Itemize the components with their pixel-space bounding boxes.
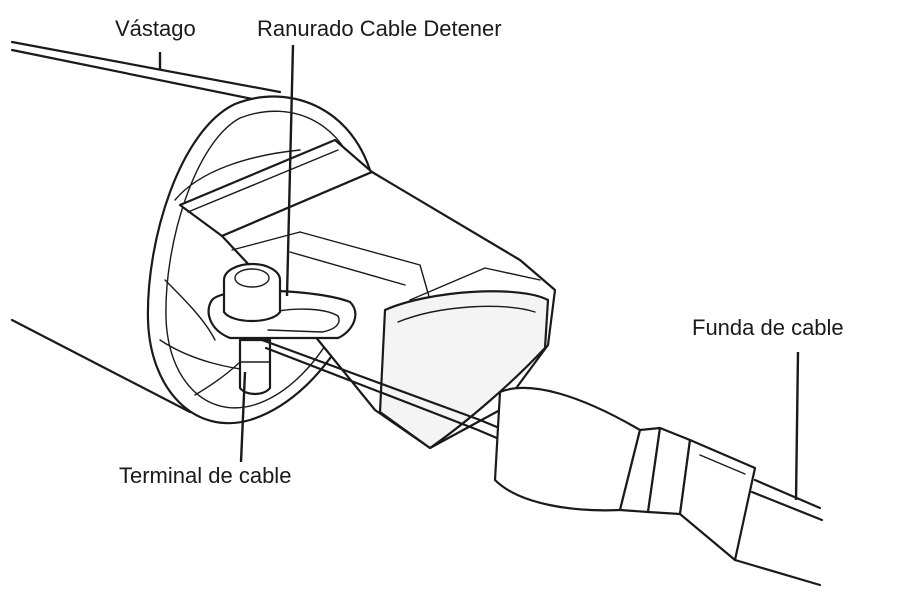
leader-cable-housing	[794, 351, 800, 501]
label-rod: Vástago	[115, 16, 196, 41]
cable-ferrule	[493, 386, 757, 562]
label-cable-terminal: Terminal de cable	[119, 463, 291, 488]
label-cable-housing: Funda de cable	[692, 315, 844, 340]
rod-tube	[10, 40, 282, 414]
leader-slotted-cable-stop	[285, 44, 295, 297]
label-slotted-cable-stop: Ranurado Cable Detener	[257, 16, 502, 41]
cable-terminal-bolt	[222, 262, 282, 396]
leader-lines	[158, 44, 800, 501]
cable-housing-tube	[733, 478, 824, 587]
leader-cable-terminal	[239, 371, 247, 463]
